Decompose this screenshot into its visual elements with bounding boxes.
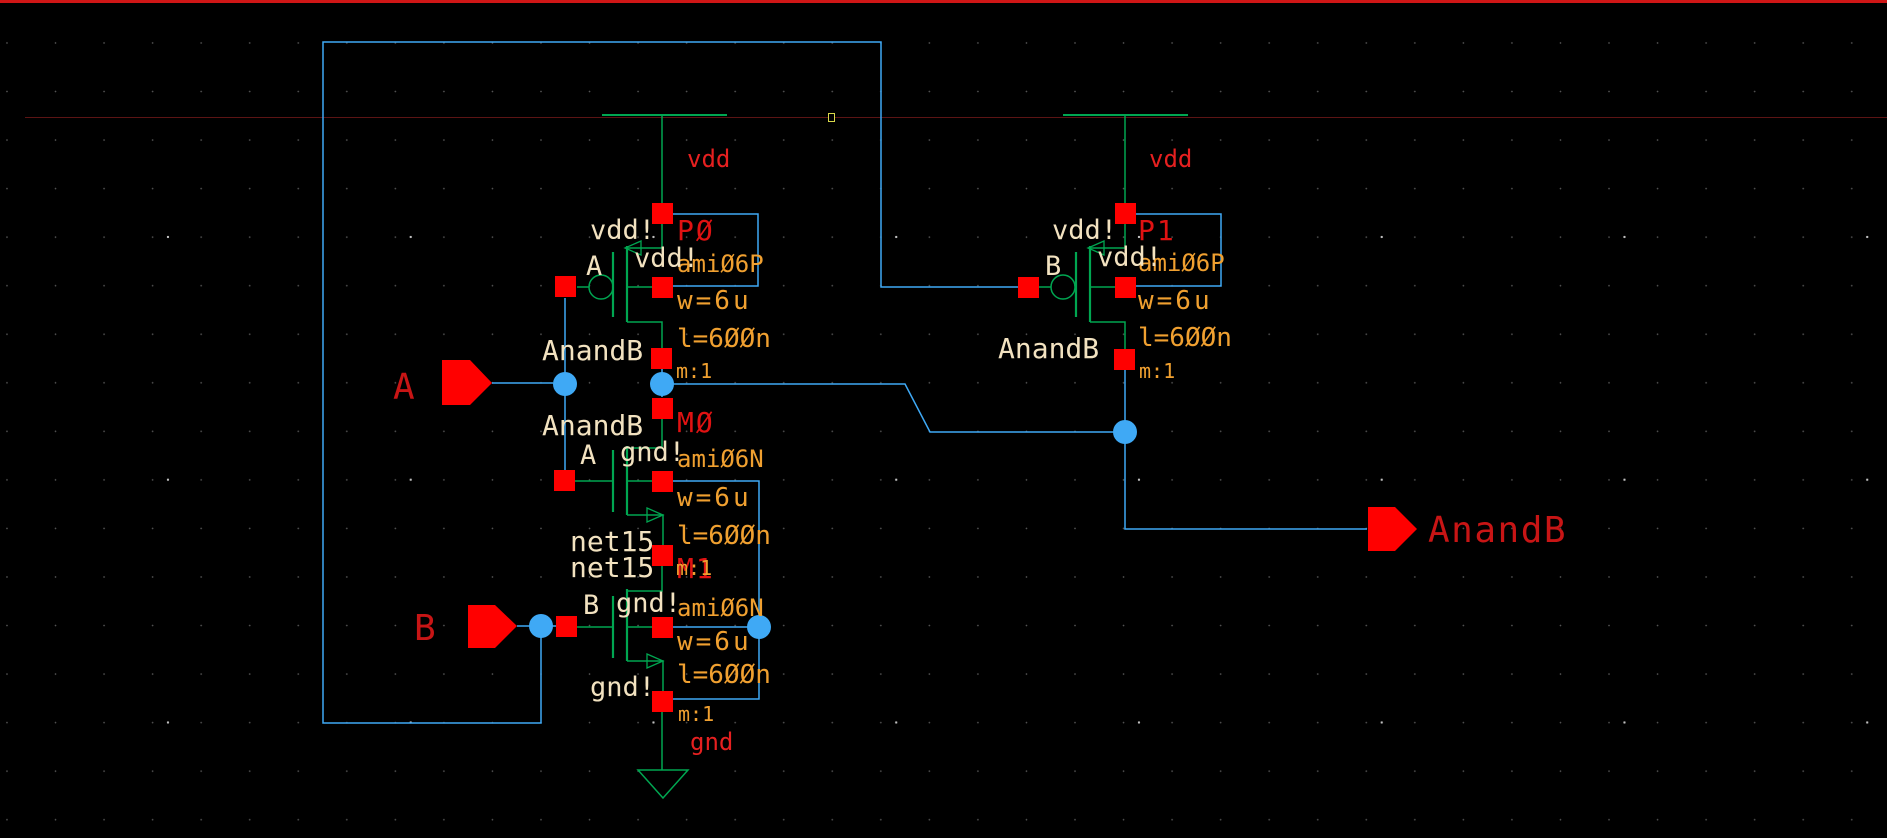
m1-source-arrow: [646, 653, 665, 669]
p1-model[interactable]: amiØ6P: [1138, 249, 1225, 277]
p1-source-netlabel[interactable]: vdd!: [1052, 215, 1117, 246]
m0-gate-netlabel[interactable]: A: [580, 440, 596, 471]
m1-gate-netlabel[interactable]: B: [583, 590, 599, 621]
net-label-gnd[interactable]: gnd: [690, 728, 733, 756]
m0-model[interactable]: amiØ6N: [677, 445, 764, 473]
p1-source-net-AnandB[interactable]: AnandB: [998, 332, 1099, 365]
p0-param-m[interactable]: m:1: [676, 359, 712, 383]
m1-bulk-netlabel[interactable]: gnd!: [616, 588, 681, 619]
net-label-AnandB-1[interactable]: AnandB: [542, 334, 643, 367]
p1-param-m[interactable]: m:1: [1139, 359, 1175, 383]
net-label-AnandB-2[interactable]: AnandB: [542, 409, 643, 442]
junction-net-b: [529, 614, 553, 638]
wire-out-to-output-pin[interactable]: [1124, 432, 1367, 530]
junction-out-stage2: [1113, 420, 1137, 444]
p0-source-terminal[interactable]: [652, 203, 673, 224]
m0-drain-path[interactable]: [627, 418, 663, 449]
p0-drain-terminal[interactable]: [651, 348, 672, 369]
m0-bulk-netlabel[interactable]: gnd!: [620, 437, 685, 468]
net-label-vdd-1[interactable]: vdd: [687, 145, 730, 173]
p0-source-netlabel[interactable]: vdd!: [590, 215, 655, 246]
p1-source-terminal[interactable]: [1115, 203, 1136, 224]
p0-gate-netlabel[interactable]: A: [586, 251, 602, 282]
m0-source-arrow: [646, 507, 665, 523]
wire-p1-bulk-loop[interactable]: [1135, 213, 1222, 287]
p1-source-path[interactable]: [1090, 223, 1126, 249]
p1-bulk-terminal[interactable]: [1115, 277, 1136, 298]
instance-label-M0[interactable]: MØ: [677, 406, 715, 439]
net15-terminal[interactable]: [652, 545, 673, 566]
m0-param-w[interactable]: w=6u: [677, 483, 752, 513]
m1-gate-terminal[interactable]: [556, 616, 577, 637]
pin-label-B[interactable]: B: [414, 608, 436, 649]
p1-drain-path[interactable]: [1090, 321, 1126, 350]
m0-param-l[interactable]: l=6ØØn: [677, 521, 771, 551]
p0-source-path[interactable]: [627, 223, 663, 249]
gnd-symbol[interactable]: [636, 769, 690, 800]
pin-label-AnandB[interactable]: AnandB: [1428, 510, 1567, 551]
m1-source-terminal[interactable]: [652, 691, 673, 712]
p0-gate-terminal[interactable]: [555, 276, 576, 297]
p1-param-l[interactable]: l=6ØØn: [1138, 323, 1232, 353]
net-label-vdd-2[interactable]: vdd: [1149, 145, 1192, 173]
p1-source-arrow: [1086, 240, 1105, 256]
m0-param-m[interactable]: m:1: [676, 556, 712, 580]
wire-out-horizontal[interactable]: [662, 383, 1125, 433]
p1-gate-circle: [1050, 274, 1076, 300]
wire-p0-bulk-loop[interactable]: [672, 213, 759, 287]
p0-param-w[interactable]: w=6u: [677, 286, 752, 316]
instance-label-M1[interactable]: M1: [677, 552, 715, 585]
pin-A[interactable]: [442, 360, 492, 405]
p1-param-w[interactable]: w=6u: [1138, 286, 1213, 316]
m1-param-l[interactable]: l=6ØØn: [677, 660, 771, 690]
pin-label-A[interactable]: A: [393, 367, 415, 408]
instance-label-P0[interactable]: PØ: [677, 214, 715, 247]
m1-bulk-terminal[interactable]: [652, 617, 673, 638]
wire-nmos-bulk[interactable]: [673, 480, 760, 700]
m1-param-m[interactable]: m:1: [678, 702, 714, 726]
junction-net-a: [553, 372, 577, 396]
net-label-net15-2[interactable]: net15: [570, 551, 654, 584]
p0-gate-circle: [588, 274, 614, 300]
p0-bulk-netlabel[interactable]: vdd!: [634, 243, 699, 274]
p1-gate-netlabel[interactable]: B: [1045, 251, 1061, 282]
m0-gate-terminal[interactable]: [554, 470, 575, 491]
p0-drain-path[interactable]: [627, 321, 663, 349]
coordinate-axis-line: [25, 117, 1887, 118]
p1-gate-terminal[interactable]: [1018, 277, 1039, 298]
junction-nmos-bulk: [747, 615, 771, 639]
junction-out-stage1: [650, 372, 674, 396]
p0-model[interactable]: amiØ6P: [677, 250, 764, 278]
m0-drain-terminal[interactable]: [652, 398, 673, 419]
p0-param-l[interactable]: l=6ØØn: [677, 324, 771, 354]
net-label-net15-1[interactable]: net15: [570, 525, 654, 558]
m1-source-netlabel[interactable]: gnd!: [590, 672, 655, 703]
m1-param-w[interactable]: w=6u: [677, 627, 752, 657]
wire-net-b-loop[interactable]: [322, 41, 1018, 724]
instance-label-P1[interactable]: P1: [1138, 214, 1176, 247]
window-top-edge: [0, 0, 1887, 3]
m1-drain-path[interactable]: [627, 565, 663, 592]
pin-B[interactable]: [468, 605, 517, 648]
m1-model[interactable]: amiØ6N: [677, 594, 764, 622]
p1-bulk-netlabel[interactable]: vdd!: [1097, 242, 1162, 273]
m0-bulk-terminal[interactable]: [652, 471, 673, 492]
p0-bulk-terminal[interactable]: [652, 277, 673, 298]
p1-drain-terminal[interactable]: [1114, 349, 1135, 370]
origin-marker: [828, 113, 835, 122]
pin-AnandB[interactable]: [1368, 507, 1417, 551]
p0-source-arrow: [623, 240, 642, 256]
